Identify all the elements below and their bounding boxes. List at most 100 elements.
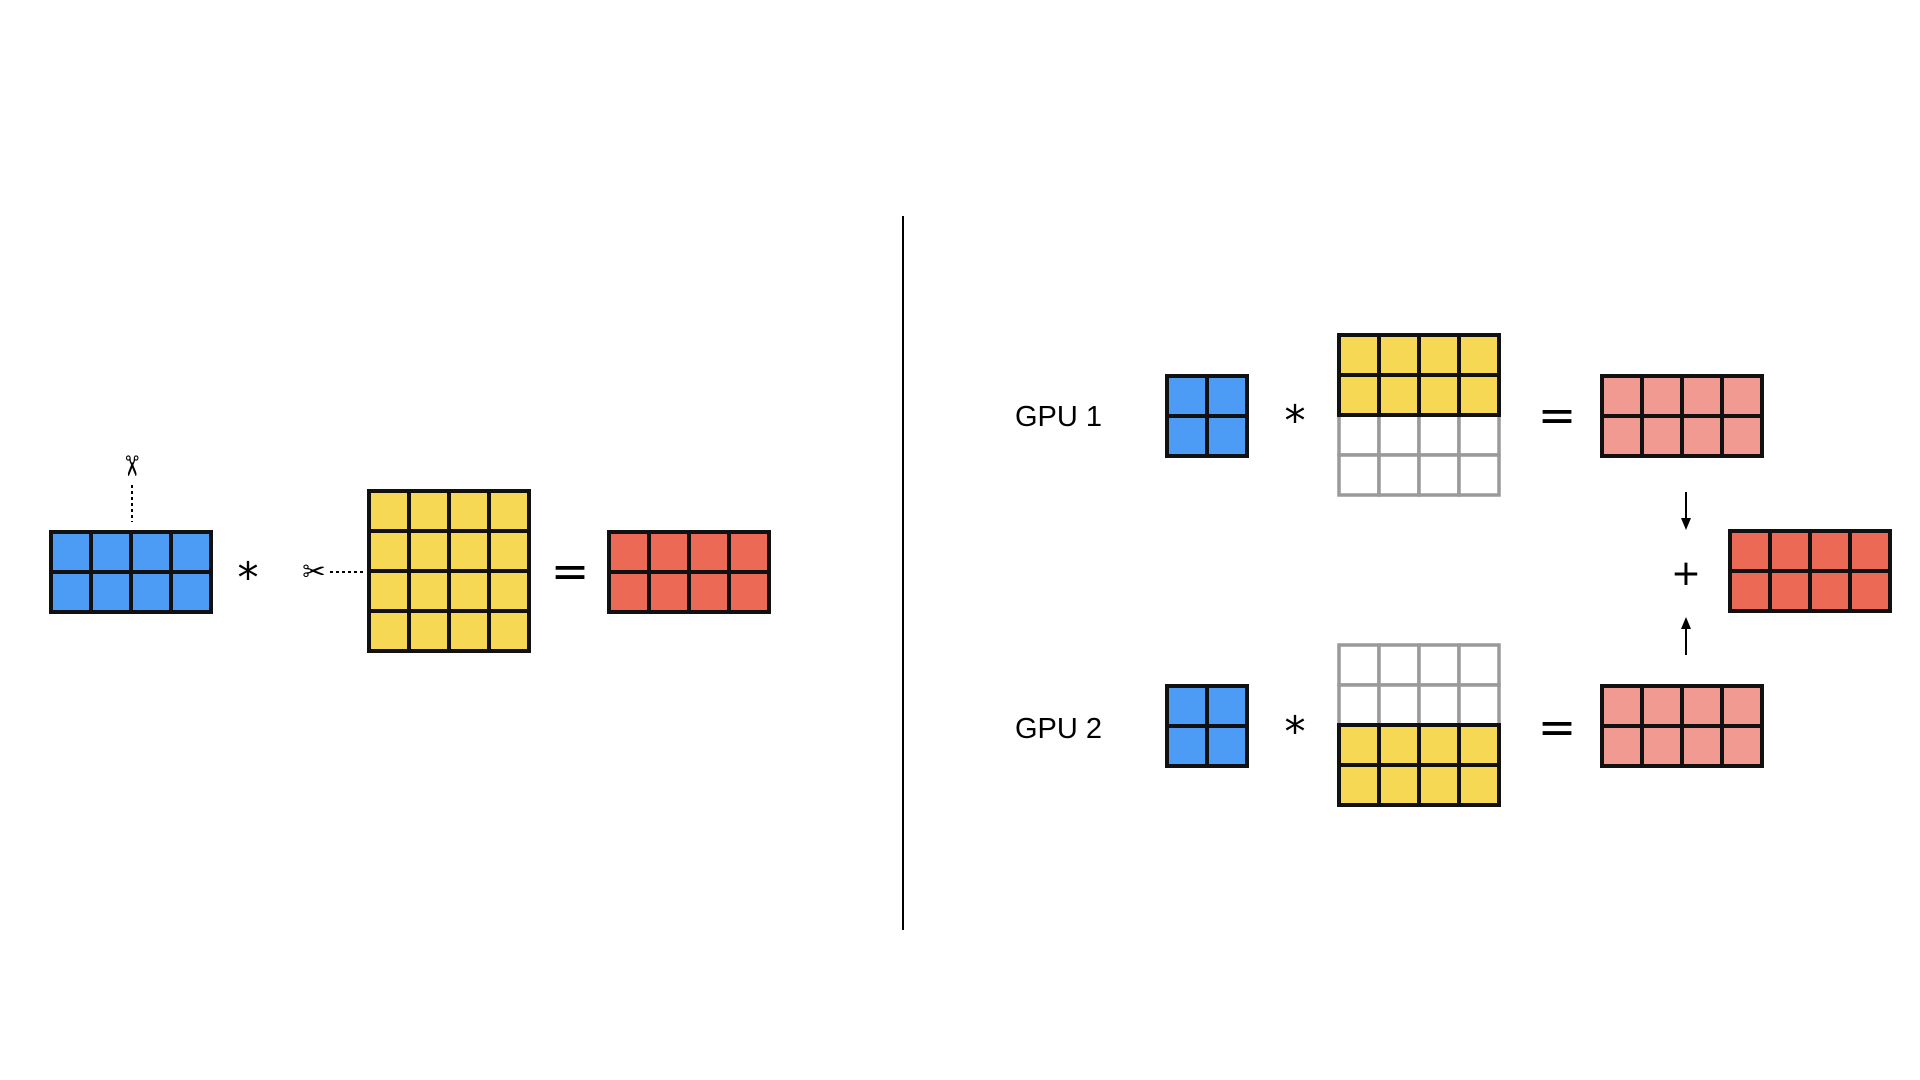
matrix-cell	[1848, 569, 1892, 613]
matrix-cell	[1640, 374, 1684, 418]
scissors-icon: ✂	[115, 454, 148, 477]
matrix-cell	[1417, 683, 1461, 727]
matrix-cell	[367, 609, 411, 653]
matrix-cell	[1848, 529, 1892, 573]
matrix-cell	[1768, 569, 1812, 613]
matrix-cell	[1768, 529, 1812, 573]
matrix-cell	[407, 489, 451, 533]
matrix-cell	[1680, 374, 1724, 418]
matrix-cell	[169, 570, 213, 614]
matrix-cell	[1417, 413, 1461, 457]
matrix-cell	[1417, 643, 1461, 687]
matrix-cell	[367, 569, 411, 613]
gpu-1-partial-result-pink	[1600, 374, 1764, 458]
matrix-cell	[1600, 724, 1644, 768]
matrix-cell	[607, 530, 651, 574]
matrix-cell	[1377, 373, 1421, 417]
matrix-cell	[1377, 763, 1421, 807]
multiply-operator: *	[1285, 707, 1306, 756]
matrix-cell	[487, 609, 531, 653]
left-panel: ✂ * ✂ =	[49, 454, 771, 653]
matrix-cell	[1720, 684, 1764, 728]
matrix-cell	[1457, 333, 1501, 377]
result-matrix-red	[607, 530, 771, 614]
matrix-cell	[1165, 724, 1209, 768]
matrix-cell	[49, 530, 93, 574]
matrix-cell	[89, 570, 133, 614]
matrix-cell	[1377, 333, 1421, 377]
matrix-cell	[1808, 569, 1852, 613]
matrix-cell	[49, 570, 93, 614]
right-panel: GPU 1 * = GPU 2 * = +	[1015, 333, 1892, 807]
matrix-cell	[407, 529, 451, 573]
matrix-cell	[1337, 373, 1381, 417]
matrix-cell	[727, 530, 771, 574]
matrix-cell	[647, 530, 691, 574]
matrix-cell	[487, 529, 531, 573]
equals-operator: =	[551, 544, 590, 598]
matrix-cell	[1165, 374, 1209, 418]
matrix-cell	[1205, 724, 1249, 768]
matrix-cell	[687, 570, 731, 614]
matrix-cell	[487, 489, 531, 533]
matrix-cell	[1728, 569, 1772, 613]
matrix-cell	[1417, 373, 1461, 417]
matrix-cell	[1337, 453, 1381, 497]
matrix-cell	[1417, 333, 1461, 377]
gpu-2-label: GPU 2	[1015, 713, 1102, 745]
matrix-cell	[367, 529, 411, 573]
gpu-2-row: GPU 2 * =	[1015, 643, 1764, 807]
matrix-cell	[1457, 763, 1501, 807]
matrix-cell	[1377, 453, 1421, 497]
matrix-cell	[1680, 414, 1724, 458]
matrix-cell	[1377, 683, 1421, 727]
multiply-operator: *	[238, 553, 259, 602]
gpu-2-partial-result-pink	[1600, 684, 1764, 768]
matrix-cell	[1457, 453, 1501, 497]
gpu-1-label: GPU 1	[1015, 401, 1102, 433]
matrix-cell	[487, 569, 531, 613]
matrix-cell	[1337, 763, 1381, 807]
matrix-cell	[367, 489, 411, 533]
matrix-cell	[1680, 684, 1724, 728]
matrix-cell	[1417, 453, 1461, 497]
matrix-cell	[1600, 684, 1644, 728]
matrix-cell	[647, 570, 691, 614]
gpu-1-a-shard-blue	[1165, 374, 1249, 458]
gpu-2-a-shard-blue	[1165, 684, 1249, 768]
matrix-cell	[1720, 414, 1764, 458]
equals-operator: =	[1538, 388, 1577, 442]
matrix-cell	[1165, 684, 1209, 728]
matrix-cell	[1680, 724, 1724, 768]
matrix-cell	[1337, 413, 1381, 457]
scissors-icon: ✂	[302, 555, 325, 588]
matrix-cell	[1457, 643, 1501, 687]
matrix-cell	[447, 489, 491, 533]
matrix-cell	[1417, 723, 1461, 767]
gpu-1-b-matrix	[1337, 333, 1501, 497]
matrix-a-blue	[49, 530, 213, 614]
matrix-cell	[1720, 374, 1764, 418]
equals-operator: =	[1538, 700, 1577, 754]
matrix-cell	[129, 530, 173, 574]
matrix-cell	[1337, 723, 1381, 767]
matrix-cell	[727, 570, 771, 614]
matrix-cell	[1377, 723, 1421, 767]
matrix-cell	[1457, 683, 1501, 727]
matrix-cell	[1728, 529, 1772, 573]
matrix-cell	[1600, 374, 1644, 418]
matrix-cell	[407, 569, 451, 613]
matrix-cell	[1165, 414, 1209, 458]
final-result-matrix-red	[1728, 529, 1892, 613]
matrix-cell	[1640, 414, 1684, 458]
matrix-cell	[607, 570, 651, 614]
matrix-cell	[687, 530, 731, 574]
matrix-cell	[447, 609, 491, 653]
matrix-cell	[1205, 684, 1249, 728]
arrow-up-icon	[1681, 617, 1691, 655]
matrix-cell	[169, 530, 213, 574]
matrix-cell	[89, 530, 133, 574]
multiply-operator: *	[1285, 396, 1306, 445]
matrix-cell	[1808, 529, 1852, 573]
